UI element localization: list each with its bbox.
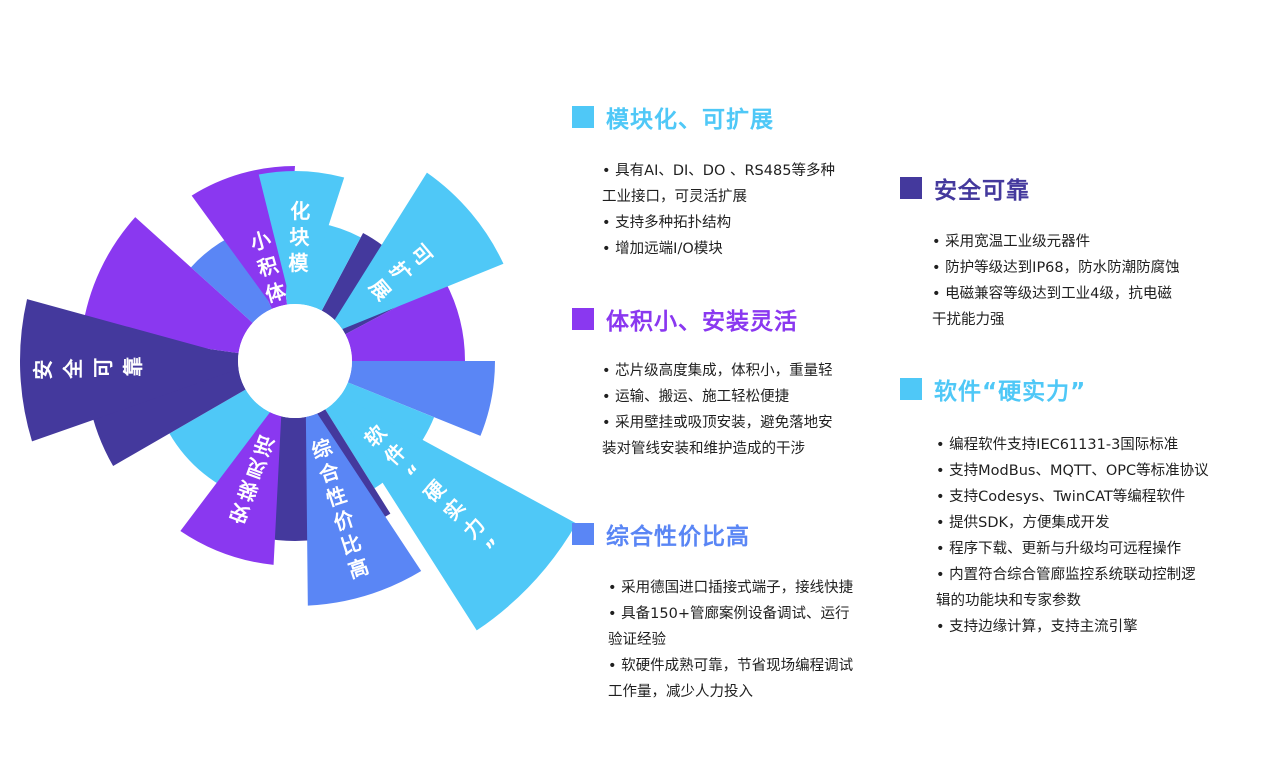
square-bullet-icon bbox=[900, 378, 922, 400]
square-bullet-icon bbox=[572, 308, 594, 330]
section-compact: 体积小、安装灵活 • 芯片级高度集成，体积小，重量轻 • 运输、搬运、施工轻松便捷… bbox=[572, 302, 872, 462]
section-modular-title: 模块化、可扩展 bbox=[606, 107, 774, 133]
list-item: • 提供SDK，方便集成开发 bbox=[936, 515, 1110, 531]
list-item: • 内置符合综合管廊监控系统联动控制逻 bbox=[936, 567, 1196, 583]
square-bullet-icon bbox=[572, 523, 594, 545]
section-software-list: • 编程软件支持IEC61131-3国际标准 • 支持ModBus、MQTT、OP… bbox=[900, 432, 1260, 640]
list-item: • 支持ModBus、MQTT、OPC等标准协议 bbox=[936, 463, 1209, 479]
wheel-label-char: 全 bbox=[61, 358, 85, 380]
wheel-wedge bbox=[82, 217, 253, 354]
section-software: 软件“硬实力” • 编程软件支持IEC61131-3国际标准 • 支持ModBus… bbox=[900, 372, 1260, 640]
section-reliable-header: 安全可靠 bbox=[900, 171, 1220, 205]
wheel-wedge bbox=[345, 281, 465, 361]
section-modular-list: • 具有AI、DI、DO 、RS485等多种工业接口，可灵活扩展 • 支持多种拓扑… bbox=[572, 158, 872, 262]
list-item: • 程序下载、更新与升级均可远程操作 bbox=[936, 541, 1182, 557]
feature-wheel-diagram: 体积小模块化可扩展安全可靠安装灵活综合性价比高软件“硬实力” bbox=[19, 166, 577, 631]
section-reliable-list: • 采用宽温工业级元器件 • 防护等级达到IP68，防水防潮防腐蚀 • 电磁兼容等级… bbox=[900, 229, 1220, 333]
list-item: • 支持边缘计算，支持主流引擎 bbox=[936, 619, 1138, 635]
list-item: • 具备150+管廊案例设备调试、运行 bbox=[608, 606, 850, 622]
wheel-wedge bbox=[190, 233, 272, 323]
section-value-header: 综合性价比高 bbox=[572, 517, 892, 551]
wheel-petal-install bbox=[180, 412, 282, 565]
wheel-label-safe: 安全可靠 bbox=[31, 357, 145, 380]
section-compact-header: 体积小、安装灵活 bbox=[572, 302, 872, 336]
list-item: • 支持Codesys、TwinCAT等编程软件 bbox=[936, 489, 1186, 505]
wheel-petal-expand bbox=[334, 172, 504, 330]
wheel-petal-costperf bbox=[305, 413, 422, 606]
list-item: • 具有AI、DI、DO 、RS485等多种 bbox=[602, 163, 835, 179]
list-item: 干扰能力强 bbox=[932, 312, 1005, 328]
section-reliable-title: 安全可靠 bbox=[934, 178, 1030, 204]
wheel-label-costperf: 综合性价比高 bbox=[309, 434, 372, 583]
wheel-petal-modular bbox=[258, 171, 345, 305]
section-reliable: 安全可靠 • 采用宽温工业级元器件 • 防护等级达到IP68，防水防潮防腐蚀 • 电… bbox=[900, 171, 1220, 333]
list-item: 装对管线安装和维护造成的干涉 bbox=[602, 441, 805, 457]
section-software-title: 软件“硬实力” bbox=[934, 379, 1087, 405]
list-item: • 采用壁挂或吸顶安装，避免落地安 bbox=[602, 415, 833, 431]
section-modular: 模块化、可扩展 • 具有AI、DI、DO 、RS485等多种工业接口，可灵活扩展… bbox=[572, 100, 872, 262]
list-item: 工作量，减少人力投入 bbox=[608, 684, 753, 700]
section-modular-header: 模块化、可扩展 bbox=[572, 100, 872, 134]
list-item: • 支持多种拓扑结构 bbox=[602, 215, 732, 231]
wheel-label-char: 安 bbox=[31, 360, 55, 380]
wheel-label-char: 可 bbox=[91, 358, 115, 378]
list-item: • 增加远端I/O模块 bbox=[602, 241, 723, 257]
list-item: • 采用宽温工业级元器件 bbox=[932, 234, 1091, 250]
wheel-center bbox=[238, 304, 352, 418]
wheel-label-char: 块 bbox=[289, 225, 310, 249]
wheel-petal-safe bbox=[19, 299, 239, 442]
wheel-wedge bbox=[347, 361, 495, 436]
square-bullet-icon bbox=[900, 177, 922, 199]
list-item: • 芯片级高度集成，体积小，重量轻 bbox=[602, 363, 833, 379]
wheel-petal-software bbox=[332, 395, 577, 631]
list-item: 辑的功能块和专家参数 bbox=[936, 593, 1081, 609]
wheel-label-char: 模 bbox=[288, 251, 309, 275]
list-item: • 编程软件支持IEC61131-3国际标准 bbox=[936, 437, 1179, 453]
list-item: 工业接口，可灵活扩展 bbox=[602, 189, 747, 205]
section-software-header: 软件“硬实力” bbox=[900, 372, 1260, 406]
wheel-label-char: 化 bbox=[290, 199, 310, 223]
list-item: • 采用德国进口插接式端子，接线快捷 bbox=[608, 580, 854, 596]
list-item: • 运输、搬运、施工轻松便捷 bbox=[602, 389, 790, 405]
list-item: • 软硬件成熟可靠，节省现场编程调试 bbox=[608, 658, 854, 674]
section-value-title: 综合性价比高 bbox=[606, 524, 750, 550]
wheel-label-software: 软件“硬实力” bbox=[360, 421, 507, 560]
list-item: • 防护等级达到IP68，防水防潮防腐蚀 bbox=[932, 260, 1180, 276]
list-item: 验证经验 bbox=[608, 632, 666, 648]
section-value: 综合性价比高 • 采用德国进口插接式端子，接线快捷 • 具备150+管廊案例设备调… bbox=[572, 517, 892, 705]
wheel-label-char: 靠 bbox=[121, 357, 145, 377]
section-value-list: • 采用德国进口插接式端子，接线快捷 • 具备150+管廊案例设备调试、运行验证经… bbox=[572, 575, 892, 705]
list-item: • 电磁兼容等级达到工业4级，抗电磁 bbox=[932, 286, 1172, 302]
square-bullet-icon bbox=[572, 106, 594, 128]
wheel-label-modular: 模块化 bbox=[288, 199, 310, 275]
section-compact-title: 体积小、安装灵活 bbox=[606, 309, 798, 335]
section-compact-list: • 芯片级高度集成，体积小，重量轻 • 运输、搬运、施工轻松便捷 • 采用壁挂或吸顶… bbox=[572, 358, 872, 462]
